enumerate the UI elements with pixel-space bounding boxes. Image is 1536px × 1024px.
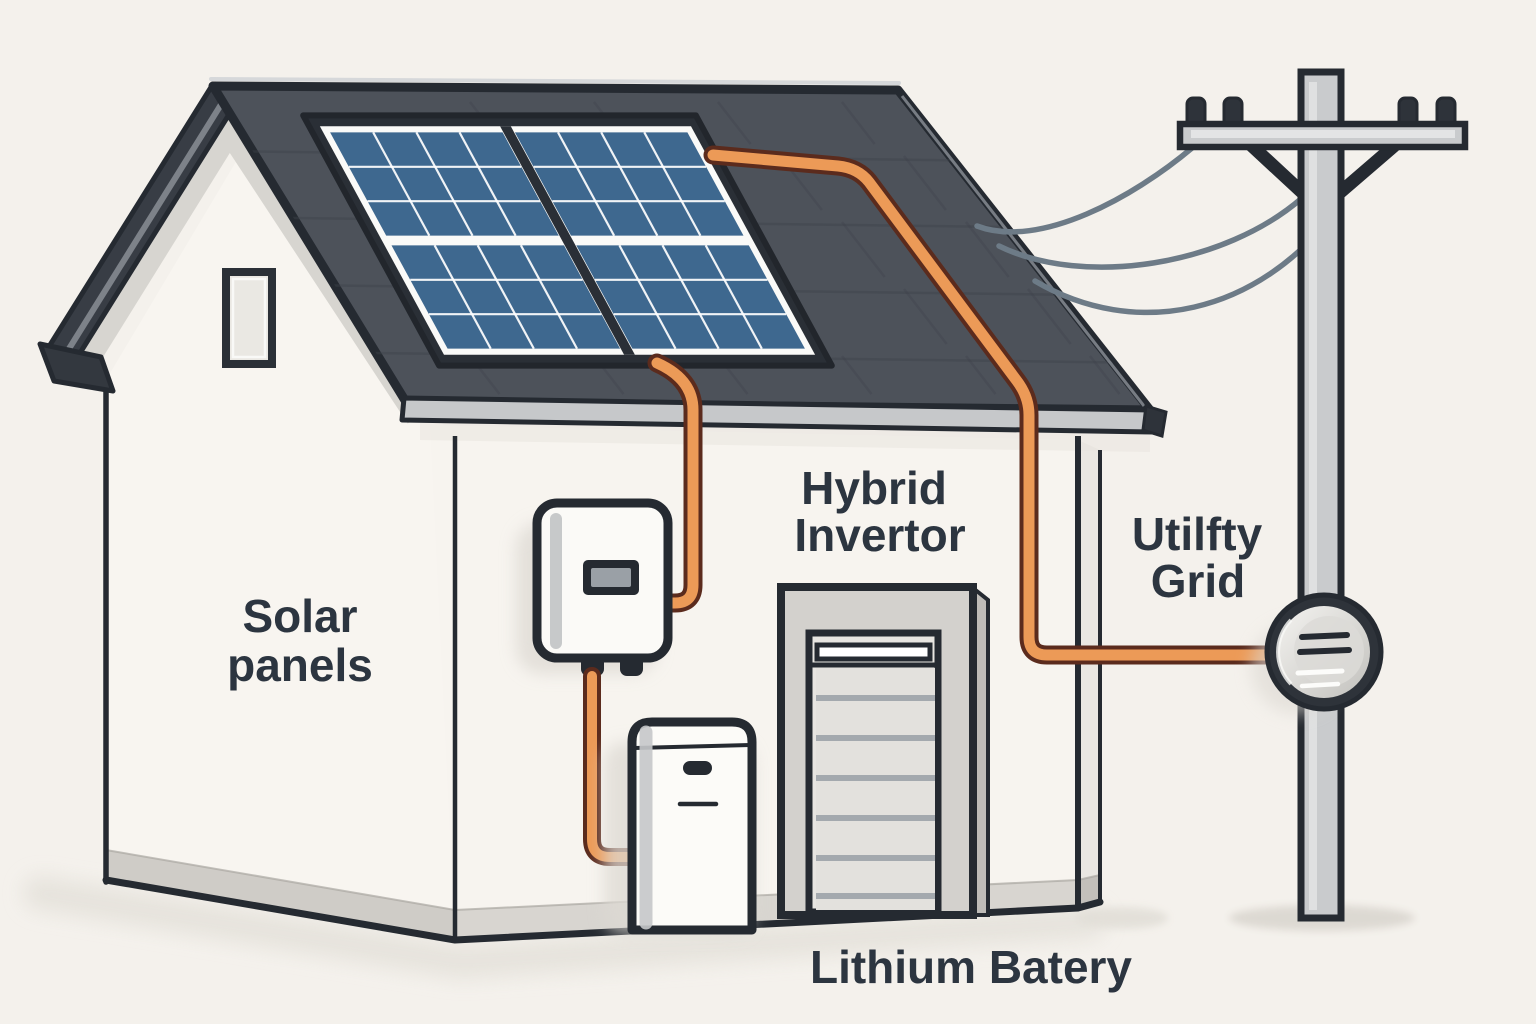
shingle-joint-tick xyxy=(717,101,752,145)
power-line-2 xyxy=(996,195,1305,270)
shingle-joint-tick xyxy=(1027,288,1072,345)
right-wall-return xyxy=(1078,440,1100,908)
battery-body xyxy=(627,717,757,935)
door-slat-divider xyxy=(816,855,935,861)
ridge-highlight xyxy=(209,77,901,85)
pole xyxy=(1297,68,1345,922)
plinth-top-edge xyxy=(105,849,1101,912)
solar-panel-array xyxy=(300,112,835,369)
label-utility-grid-line2: Grid xyxy=(1151,555,1246,607)
shingle-joint-tick xyxy=(1089,355,1121,395)
door-transom-window xyxy=(814,642,933,662)
meter-glass-reflection xyxy=(1276,618,1293,686)
utility-pole xyxy=(1176,68,1469,922)
cell-divider xyxy=(372,131,431,237)
door-slat-divider xyxy=(816,735,935,741)
door-slats xyxy=(816,695,935,899)
rake-band-highlight xyxy=(59,101,225,362)
cell-divider xyxy=(704,244,763,350)
meter-register-line xyxy=(1297,647,1352,655)
rake-edge-highlight xyxy=(900,95,1146,407)
battery-indicator xyxy=(683,761,712,775)
door-slat-divider xyxy=(816,695,935,701)
shingle-joint-tick xyxy=(903,288,948,345)
shingle-joint-tick xyxy=(841,221,886,278)
shingle-joint-tick xyxy=(965,221,1010,278)
cell-divider xyxy=(600,131,659,237)
gutter-end-cap xyxy=(1141,404,1168,438)
eave-shadow xyxy=(420,420,1150,452)
shingle-joint-tick xyxy=(903,155,947,211)
cell-divider xyxy=(519,244,578,350)
shingle-joint-tick xyxy=(841,355,873,395)
door-slat-divider xyxy=(816,893,935,899)
crossarm-highlight xyxy=(1191,130,1455,138)
inverter-display xyxy=(591,568,631,587)
label-lithium-battery: Lithium Batery xyxy=(810,941,1132,993)
labels: Solar panels Hybrid Invertor Utilfty Gri… xyxy=(227,462,1262,993)
shingle-joint-tick xyxy=(841,101,876,145)
cell-divider xyxy=(476,244,535,350)
hybrid-inverter-unit xyxy=(516,498,673,676)
cell-divider xyxy=(557,131,616,237)
battery-lid-seam xyxy=(633,743,751,750)
cell-divider xyxy=(415,131,474,237)
label-utility-grid-line1: Utilfty xyxy=(1132,508,1263,560)
lithium-battery-unit xyxy=(604,717,757,935)
label-hybrid-inverter-line2: Invertor xyxy=(794,509,965,561)
plinth-gable xyxy=(106,850,455,940)
house-ground-shadow xyxy=(23,876,1105,980)
pv-wire-roof-to-meter xyxy=(703,145,1282,665)
crossarm-brace-right xyxy=(1329,139,1401,203)
rake-end-cap xyxy=(37,341,116,394)
house-corner-shadow xyxy=(1076,907,1168,929)
cell-divider xyxy=(433,244,492,350)
plinth-return xyxy=(1078,875,1100,908)
meter-scale-line xyxy=(1295,668,1345,676)
array-center-rail xyxy=(500,126,635,355)
label-hybrid-inverter-line1: Hybrid xyxy=(801,462,947,514)
house-bottom-outline xyxy=(102,876,1104,944)
power-line-1 xyxy=(974,145,1195,235)
door-slat-divider xyxy=(816,775,935,781)
cell-divider xyxy=(661,244,720,350)
cell-divider xyxy=(643,131,702,237)
door-slat-divider xyxy=(816,815,935,821)
garage-door xyxy=(777,583,990,919)
gable-window xyxy=(222,268,276,368)
label-solar-panels-line1: Solar xyxy=(242,590,357,642)
wire-core xyxy=(707,149,1278,661)
electric-meter xyxy=(1251,592,1384,714)
meter-scale-line xyxy=(1299,681,1341,689)
crossarm-brace-left xyxy=(1245,139,1313,203)
meter-register-line xyxy=(1299,632,1350,640)
cell-divider xyxy=(618,244,677,350)
pv-wire-array-to-inverter xyxy=(647,353,703,613)
label-solar-panels-line2: panels xyxy=(227,639,373,691)
shingle-joint-tick xyxy=(965,355,997,395)
door-slat-panel xyxy=(816,668,935,910)
wire-core xyxy=(651,357,699,609)
cell-divider xyxy=(458,131,517,237)
